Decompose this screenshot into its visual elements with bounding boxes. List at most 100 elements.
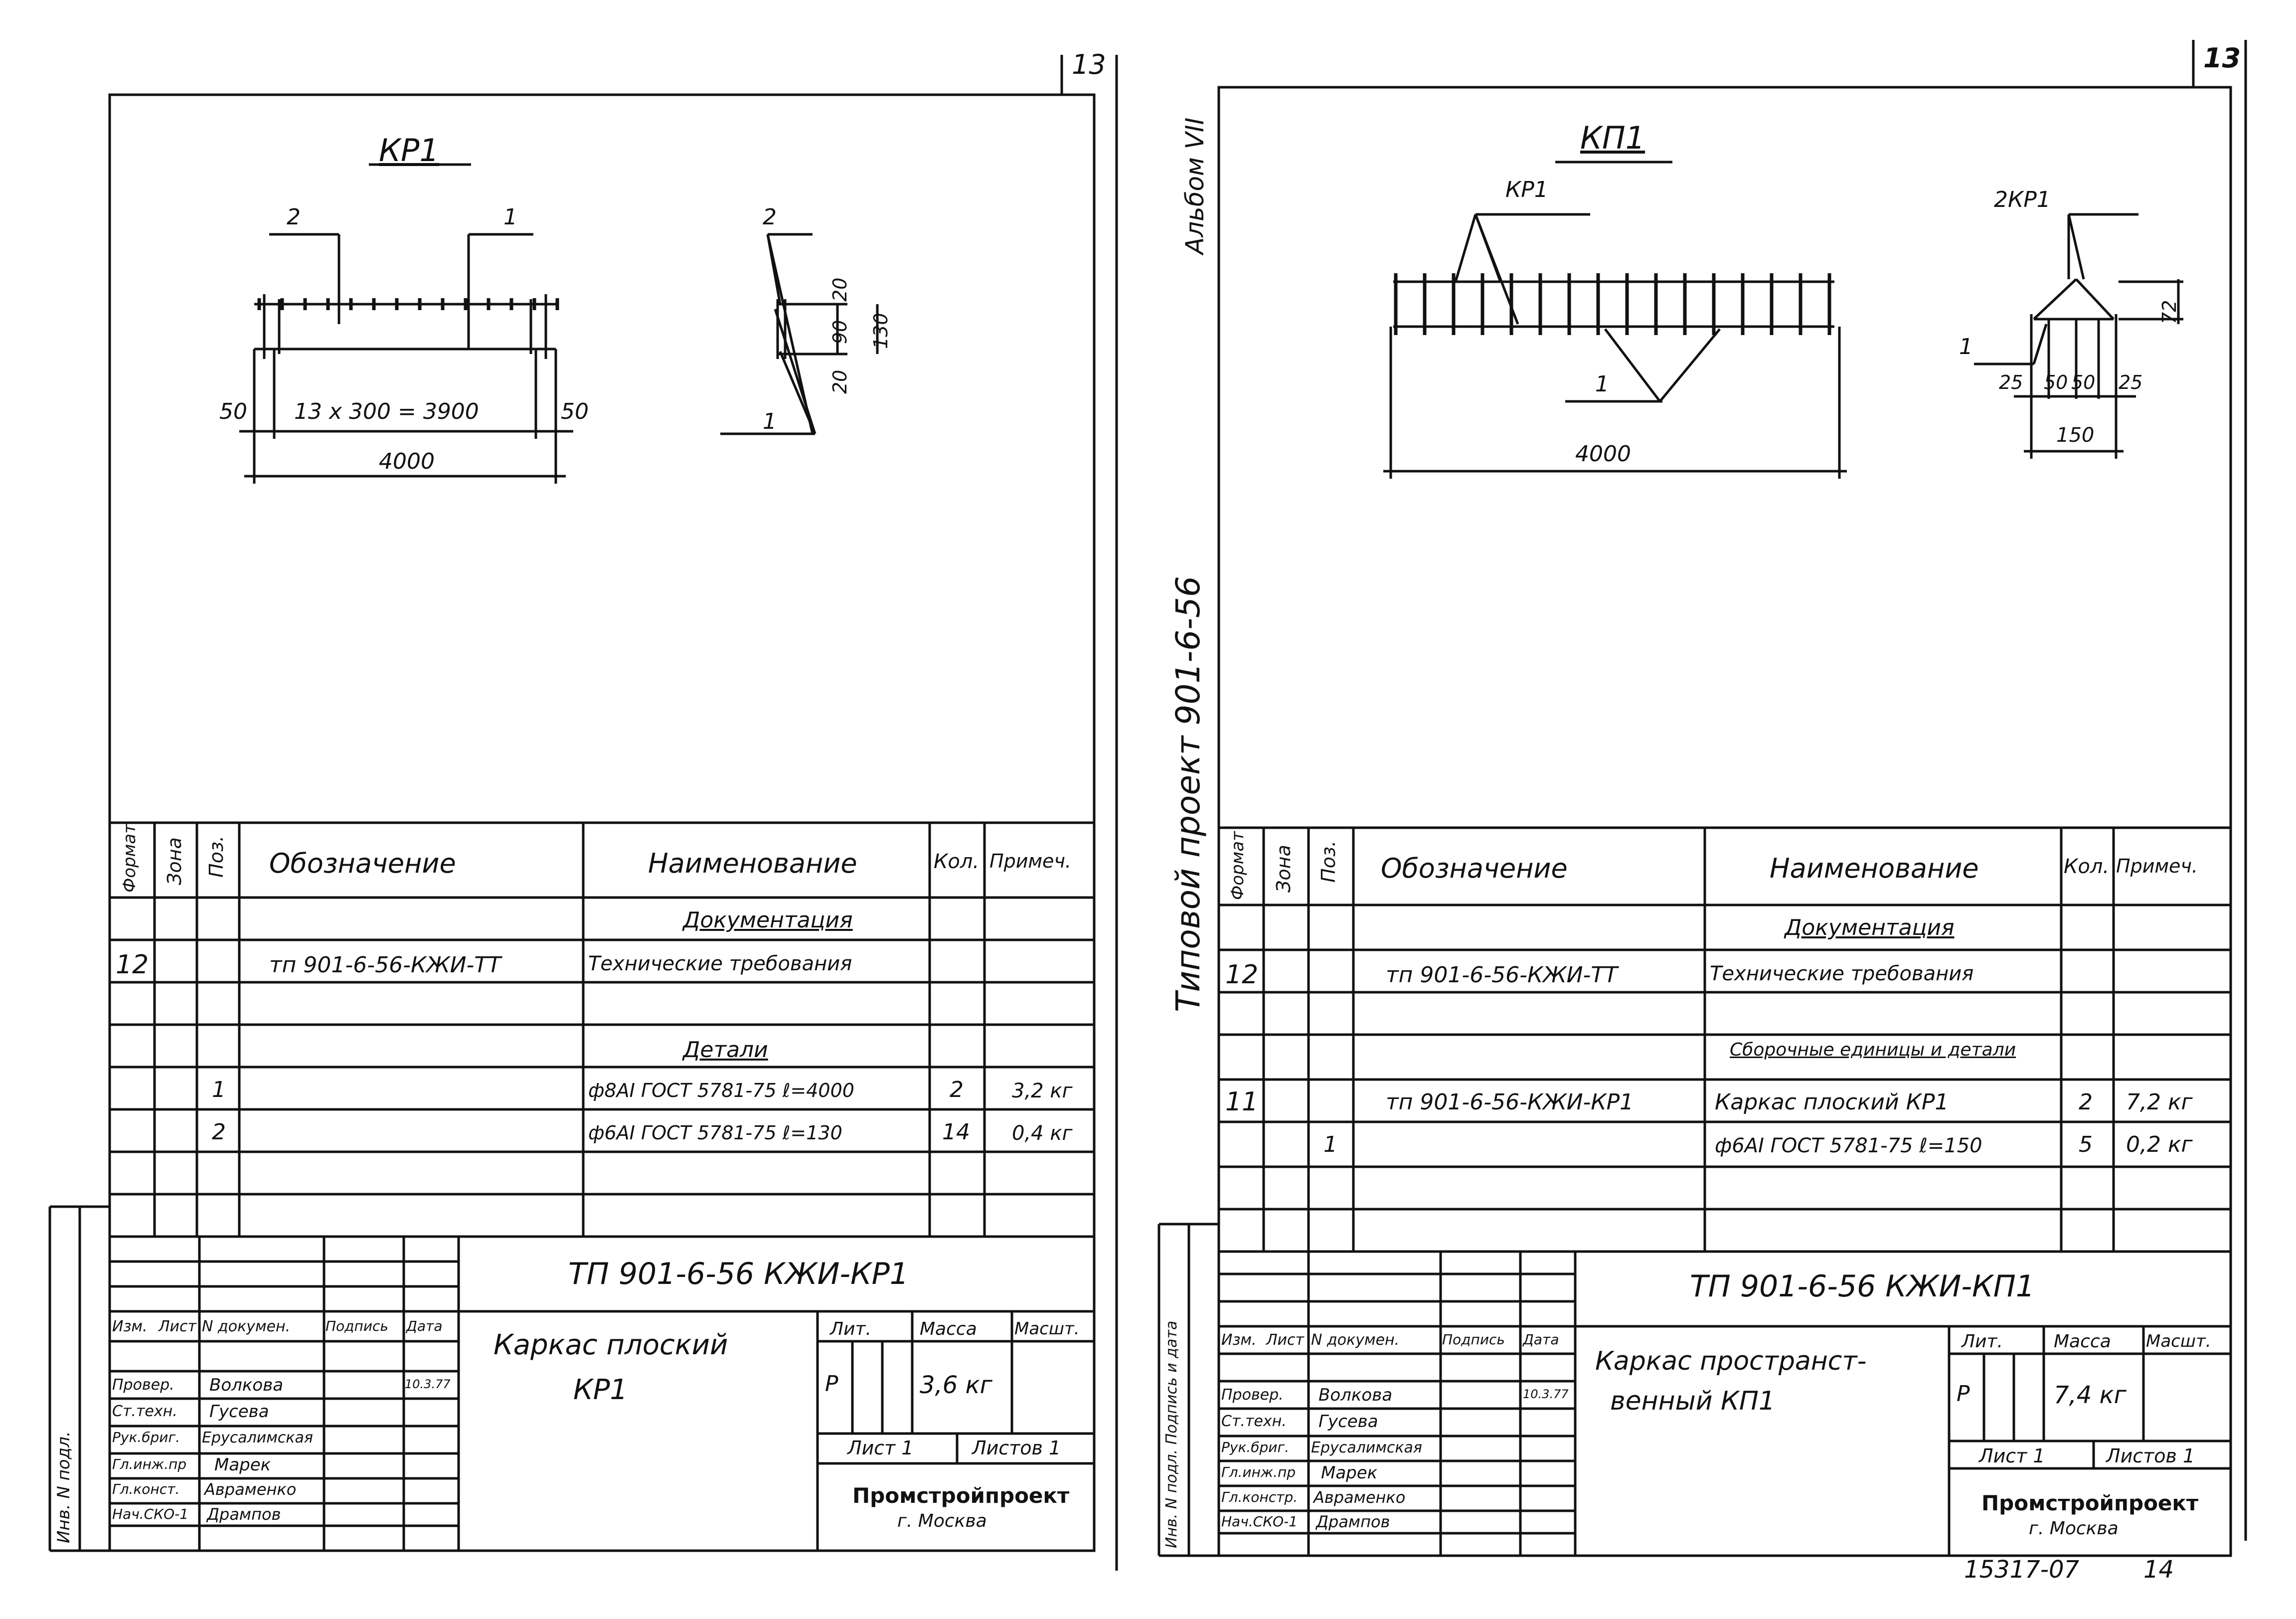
right-section-label-kr: 2КР1	[1994, 187, 2051, 212]
right-stamp-h-sign: Подпись	[1442, 1331, 1505, 1348]
left-section-label-pos2: 2	[763, 204, 777, 230]
left-row4-qty: 2	[950, 1077, 964, 1102]
left-row1-designation: тп 901-6-56-КЖИ-ТТ	[269, 952, 501, 978]
left-th-qty: Кол.	[934, 850, 980, 873]
right-row3-name: Сборочные единицы и детали	[1730, 1040, 2016, 1060]
right-stamp-h-doc: N докумен.	[1311, 1331, 1400, 1349]
left-th-note: Примеч.	[989, 850, 1071, 872]
right-side-label: Инв. N подл. Подпись и дата	[1163, 1320, 1180, 1548]
right-plan-label-kr: КР1	[1505, 177, 1548, 202]
right-row4-designation: тп 901-6-56-КЖИ-КР1	[1386, 1089, 1634, 1115]
left-stamp-h-list: Лист	[159, 1318, 197, 1335]
right-city: г. Москва	[2029, 1518, 2119, 1539]
right-stamp-h-date: Дата	[1523, 1331, 1559, 1348]
left-stamp-title-2: КР1	[573, 1374, 628, 1406]
right-date-0: 10.3.77	[1523, 1387, 1569, 1401]
left-role-3: Гл.инж.пр	[112, 1456, 187, 1472]
right-person-4: Авраменко	[1313, 1488, 1406, 1507]
right-footer-code: 15317-07	[1964, 1556, 2080, 1584]
left-city: г. Москва	[897, 1511, 987, 1531]
right-role-0: Провер.	[1221, 1386, 1284, 1404]
left-plan-label-pos1: 1	[503, 204, 517, 230]
left-section-label-pos1: 1	[763, 409, 777, 434]
left-stamp-h-date: Дата	[406, 1318, 443, 1334]
right-org: Промстройпроект	[1981, 1491, 2199, 1515]
left-person-5: Дрампов	[207, 1505, 281, 1524]
left-th-pos: Поз.	[205, 835, 227, 878]
right-project-code: ТП 901-6-56 КЖИ-КП1	[1690, 1269, 2035, 1304]
left-person-1: Гусева	[209, 1402, 269, 1422]
left-org: Промстройпроект	[852, 1483, 1070, 1508]
left-dim-total: 4000	[379, 449, 435, 474]
right-row5-name: ф6АI ГОСТ 5781-75 ℓ=150	[1715, 1134, 1982, 1157]
right-section-h: 72	[2158, 300, 2180, 324]
left-row1-name: Технические требования	[588, 952, 852, 975]
right-row4-name: Каркас плоский КР1	[1715, 1089, 1949, 1115]
right-stamp-h-list: Лист	[1266, 1331, 1305, 1349]
left-th-format: Формат	[120, 824, 140, 893]
left-row5-name: ф6АI ГОСТ 5781-75 ℓ=130	[588, 1122, 842, 1144]
right-section-d50b: 50	[2071, 371, 2096, 393]
right-stamp-title-2: венный КП1	[1610, 1386, 1776, 1416]
right-drawing-title: КП1	[1580, 120, 1645, 156]
left-row5-pos: 2	[212, 1119, 226, 1145]
left-dim-mid: 13 х 300 = 3900	[294, 399, 479, 424]
left-th-name: Наименование	[648, 848, 857, 879]
left-sheet-number: 13	[1072, 49, 1106, 80]
right-th-format: Формат	[1228, 831, 1248, 900]
left-role-0: Провер.	[112, 1376, 174, 1394]
left-stamp-h-doc: N докумен.	[202, 1318, 291, 1335]
left-plan-label-pos2: 2	[287, 204, 301, 230]
left-person-3: Марек	[214, 1455, 271, 1475]
left-stamp-title-1: Каркас плоский	[493, 1329, 728, 1361]
right-lit-value: Р	[1957, 1381, 1970, 1407]
right-sheet-number: 13	[2203, 42, 2241, 74]
right-row1-format: 12	[1225, 960, 1259, 990]
left-side-label: Инв. N подл.	[54, 1431, 74, 1543]
left-person-0: Волкова	[209, 1375, 284, 1395]
left-stamp-h-sign: Подпись	[326, 1318, 388, 1334]
left-role-2: Рук.бриг.	[112, 1429, 180, 1445]
right-person-1: Гусева	[1318, 1412, 1378, 1432]
right-role-1: Ст.техн.	[1221, 1413, 1287, 1430]
right-th-designation: Обозначение	[1381, 853, 1568, 884]
right-section-d50a: 50	[2044, 371, 2068, 393]
right-mass-value: 7,4 кг	[2054, 1381, 2127, 1409]
left-role-4: Гл.конст.	[112, 1481, 180, 1497]
right-th-note: Примеч.	[2116, 855, 2198, 877]
right-section-label-pos1: 1	[1959, 334, 1973, 360]
left-project-code: ТП 901-6-56 КЖИ-КР1	[568, 1257, 909, 1291]
left-row5-qty: 14	[942, 1119, 970, 1145]
left-mass-value: 3,6 кг	[920, 1371, 992, 1399]
left-lit-value: Р	[825, 1371, 838, 1397]
right-role-5: Нач.СКО-1	[1221, 1513, 1298, 1530]
left-row4-note: 3,2 кг	[1012, 1079, 1073, 1102]
left-th-zone: Зона	[164, 837, 185, 885]
left-dim-left: 50	[219, 399, 247, 424]
right-person-3: Марек	[1321, 1463, 1378, 1483]
right-mass-label: Масса	[2054, 1331, 2111, 1352]
left-dim-right: 50	[561, 399, 589, 424]
left-lit-label: Лит.	[830, 1319, 871, 1339]
left-row0-name: Документация	[683, 907, 853, 933]
right-section-dtotal: 150	[2056, 424, 2095, 447]
left-sheets-label: Листов 1	[972, 1437, 1061, 1459]
left-section-d3: 20	[829, 369, 851, 394]
right-th-name: Наименование	[1770, 853, 1979, 884]
right-sheets-label: Листов 1	[2106, 1445, 2195, 1467]
right-row4-note: 7,2 кг	[2126, 1089, 2193, 1115]
left-row4-pos: 1	[212, 1077, 226, 1102]
left-drawing-title: КР1	[379, 132, 439, 169]
right-scale-label: Масшт.	[2146, 1331, 2211, 1351]
right-th-qty: Кол.	[2064, 855, 2110, 878]
right-person-2: Ерусалимская	[1311, 1439, 1422, 1456]
right-lit-label: Лит.	[1962, 1331, 2003, 1352]
right-section-d25b: 25	[2119, 371, 2143, 393]
left-row4-name: ф8АI ГОСТ 5781-75 ℓ=4000	[588, 1079, 854, 1101]
left-sheet-label: Лист 1	[847, 1437, 914, 1459]
right-row5-note: 0,2 кг	[2126, 1132, 2193, 1157]
right-role-2: Рук.бриг.	[1221, 1439, 1290, 1455]
right-footer-page: 14	[2143, 1556, 2174, 1584]
right-row4-qty: 2	[2079, 1089, 2093, 1115]
left-section-d2: 90	[829, 320, 851, 344]
